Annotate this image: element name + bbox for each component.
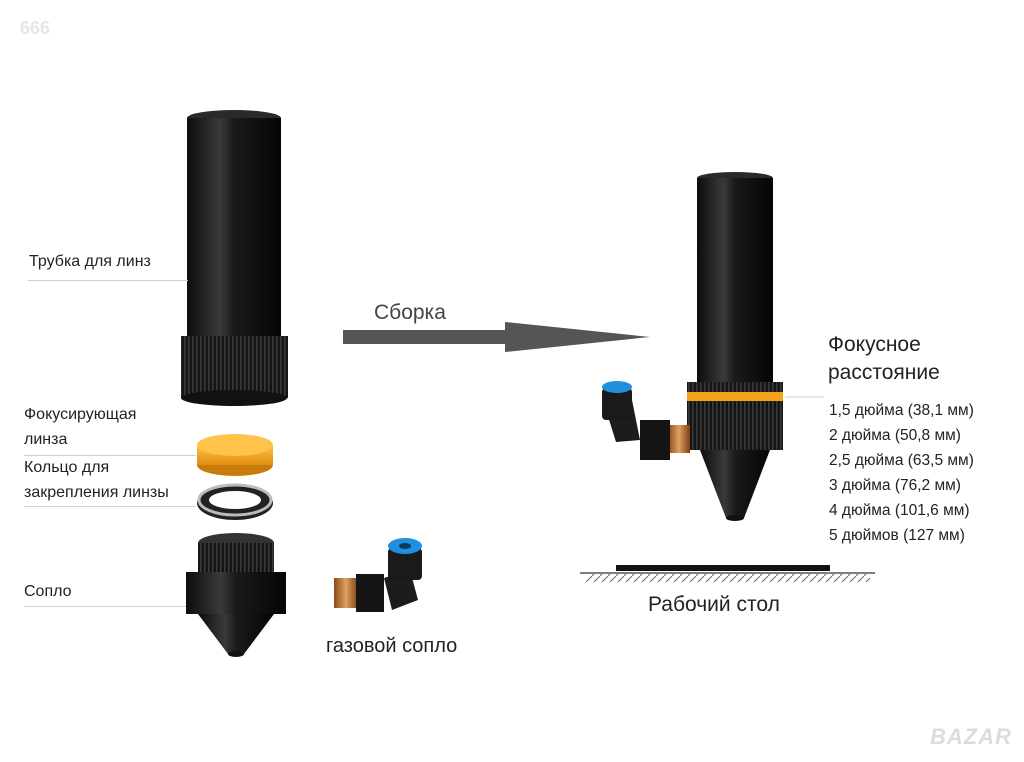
label-assembly: Сборка [374,301,446,324]
lens-tube-icon [181,110,288,406]
focal-distance-item: 2 дюйма (50,8 мм) [829,427,961,444]
focal-distance-item: 4 дюйма (101,6 мм) [829,502,970,519]
focal-distance-item: 3 дюйма (76,2 мм) [829,477,961,494]
label-gas-nozzle: газовой сопло [326,635,458,657]
label-ring-line1: Кольцо для [24,459,110,476]
focal-distance-item: 5 дюймов (127 мм) [829,527,965,544]
label-focus-lens-line1: Фокусирующая [24,406,137,423]
nozzle-icon [186,533,286,657]
leader-focus-lens [24,455,196,456]
label-work-table: Рабочий стол [648,593,780,616]
focal-distance-list: 1,5 дюйма (38,1 мм) 2 дюйма (50,8 мм) 2,… [829,398,974,548]
label-nozzle: Сопло [24,583,72,600]
gas-fitting-icon [334,538,422,612]
brand-logo: BAZAR [930,724,1012,749]
retaining-ring-icon [197,483,273,520]
label-focal-title-line2: расстояние [828,361,940,384]
label-focus-lens-line2: линза [24,431,68,448]
leader-lens-tube [28,280,188,281]
label-focal-title-line1: Фокусное [828,333,921,356]
watermark-text: 666 [20,18,51,38]
label-ring-line2: закрепления линзы [24,484,169,501]
work-table-icon [580,565,875,582]
leader-nozzle [24,606,186,607]
assembly-arrow-icon [343,322,650,352]
focus-lens-icon [197,434,273,476]
leader-ring [24,506,196,507]
focal-distance-item: 1,5 дюйма (38,1 мм) [829,402,974,419]
label-lens-tube: Трубка для линз [29,253,151,270]
assembled-head-icon [602,172,783,521]
focal-distance-item: 2,5 дюйма (63,5 мм) [829,452,974,469]
